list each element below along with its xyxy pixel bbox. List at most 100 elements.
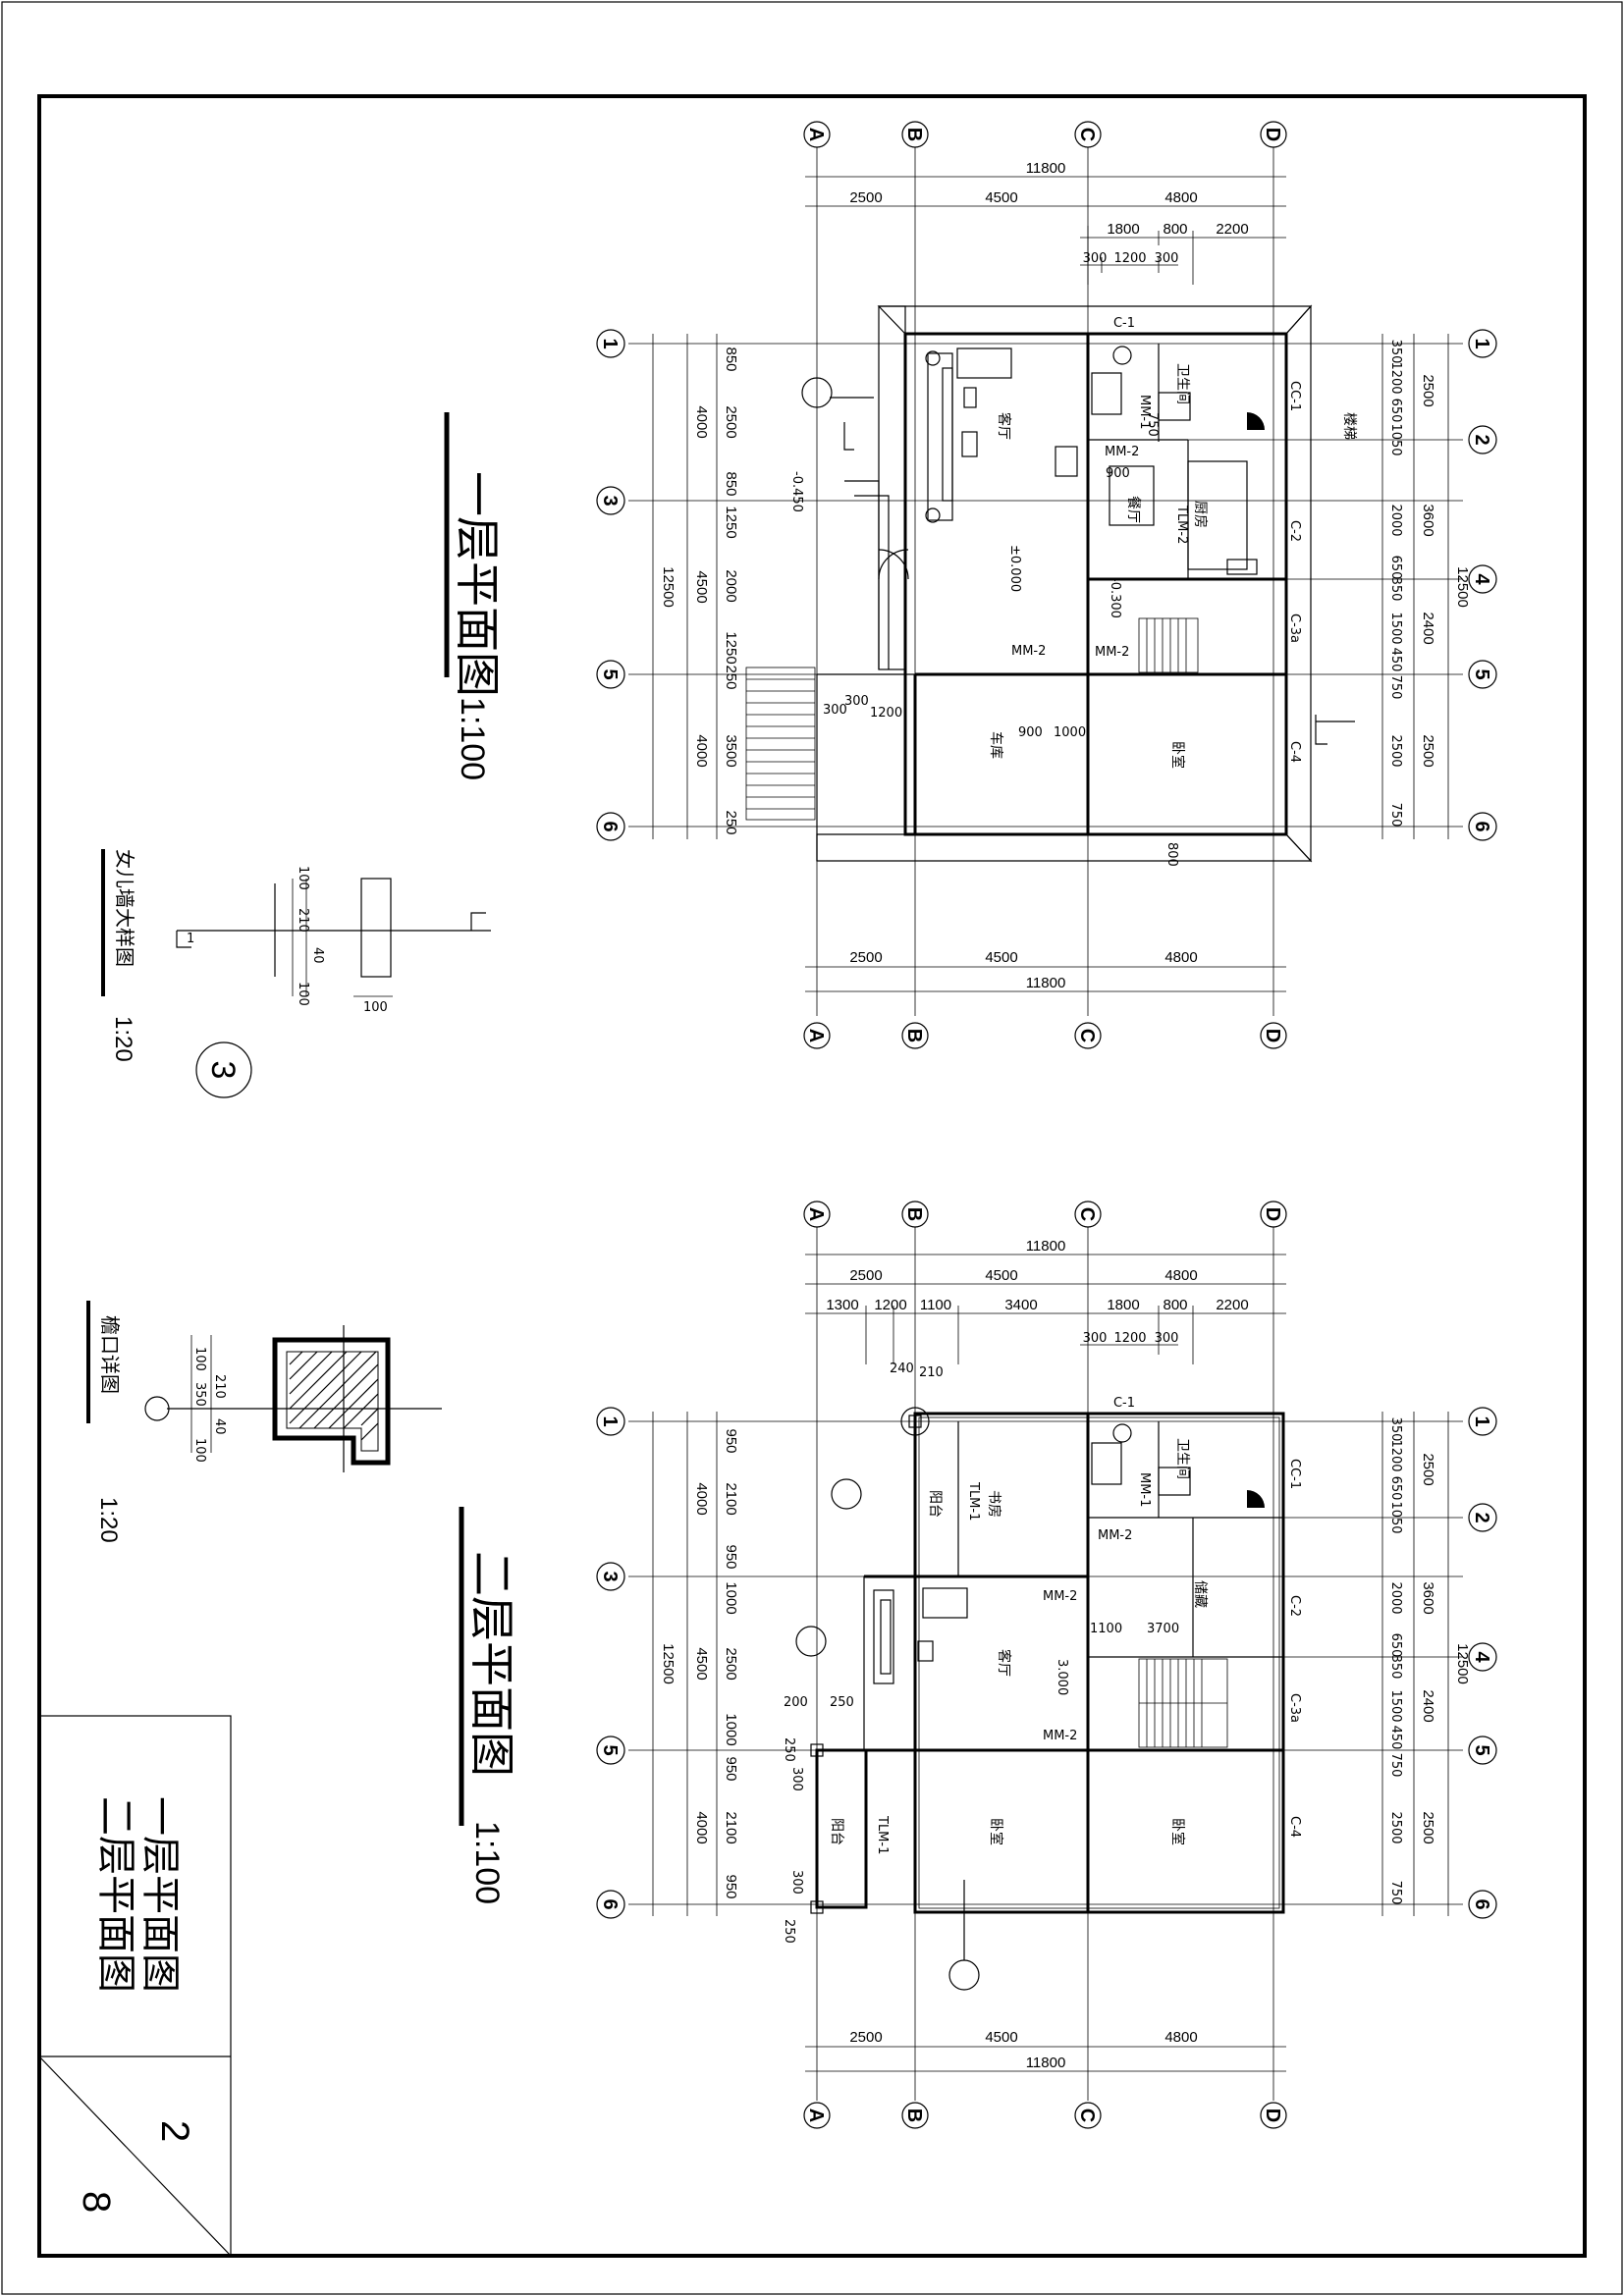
plan1-title: 一层平面图 xyxy=(451,471,504,697)
dim-text: 2400 xyxy=(1420,612,1436,644)
window-label: C-3a xyxy=(1287,614,1302,643)
plan2-furniture xyxy=(873,1423,1191,1684)
dim-text: 1200 xyxy=(870,706,902,721)
dim-text: 300 xyxy=(844,694,869,709)
room-name: 卧室 xyxy=(1169,1818,1186,1845)
window-label: C-4 xyxy=(1287,741,1302,763)
dim-text: 12500 xyxy=(1454,566,1471,608)
window-label: CC-1 xyxy=(1287,381,1302,411)
plan2-title: 二层平面图 xyxy=(465,1551,518,1777)
dim-text: 2500 xyxy=(723,1647,739,1680)
axis-label: 5 xyxy=(599,668,621,679)
dim-text: 300 xyxy=(789,1767,804,1791)
axis-label: A xyxy=(805,2109,827,2122)
dim-text: 350 xyxy=(1388,577,1403,602)
drawing-frame xyxy=(37,94,1587,2258)
dim-text: 3400 xyxy=(1004,1297,1037,1313)
dim-text: 2500 xyxy=(1388,1811,1403,1843)
sheet-total: 8 xyxy=(75,2191,118,2213)
dim-text: 2500 xyxy=(849,949,882,966)
dim-text: 750 xyxy=(1388,1753,1403,1778)
plan2: A B C D A B C D 1 3 5 6 1 2 4 5 6 xyxy=(459,1201,1497,2129)
dim-text: 2100 xyxy=(723,1811,739,1843)
axis-label: D xyxy=(1262,1029,1283,1042)
dim-text: 750 xyxy=(1145,412,1160,437)
room-name: 厨房 xyxy=(1192,501,1208,528)
door-label: TLM-1 xyxy=(875,1815,890,1854)
dim-text: 1000 xyxy=(723,1713,739,1745)
dim-text: 2200 xyxy=(1216,1297,1248,1313)
dim-text: 4000 xyxy=(693,405,710,438)
axis-label: C xyxy=(1076,128,1098,141)
detail2-scale: 1:20 xyxy=(95,1497,122,1543)
room-name: 卫生间 xyxy=(1174,1438,1190,1479)
door-label: MM-1 xyxy=(1137,395,1152,429)
dim-text: 1500 xyxy=(1388,612,1403,644)
dim-text: 2500 xyxy=(723,405,739,438)
dim-text: 1200 xyxy=(1113,251,1146,266)
dim-text: 450 xyxy=(1388,1726,1403,1750)
dim-text: 650 xyxy=(1388,556,1403,580)
axis-label: 1 xyxy=(1471,338,1492,348)
dim-text: 750 xyxy=(1388,1881,1403,1905)
dim-text: 300 xyxy=(1083,251,1108,266)
axis-label: 1 xyxy=(1471,1415,1492,1426)
window-label: C-1 xyxy=(1113,316,1135,331)
dim-text: 1100 xyxy=(1090,1622,1122,1636)
dim-text: 11800 xyxy=(1026,1238,1066,1255)
door-label: MM-2 xyxy=(1105,445,1139,459)
dim-text: 4800 xyxy=(1164,2029,1197,2046)
dim-text: 12500 xyxy=(1454,1643,1471,1684)
dim-text: 210 xyxy=(919,1365,944,1380)
dim-text: 2500 xyxy=(1420,1453,1436,1485)
dim-text: 4000 xyxy=(693,1482,710,1515)
plan2-axis-lines xyxy=(628,1227,1463,2101)
detail1-number: 3 xyxy=(204,1061,242,1080)
axis-label: D xyxy=(1262,128,1283,141)
axis-label: 1 xyxy=(599,338,621,348)
dim-text: 11800 xyxy=(1026,2055,1066,2071)
dim-text: 1000 xyxy=(1054,725,1086,740)
dim-text: 100 xyxy=(192,1438,207,1463)
dim-text: 1200 xyxy=(1113,1331,1146,1346)
dim-text: 350 xyxy=(1388,340,1403,364)
plan1: A B C D A B C D 1 3 5 6 1 2 4 5 6 xyxy=(444,121,1497,1049)
dim-text: 800 xyxy=(1163,1297,1187,1313)
dim-text: 350 xyxy=(1388,1417,1403,1442)
dim-text: 4500 xyxy=(693,570,710,603)
dim-text: 900 xyxy=(1018,725,1043,740)
plan2-row-axis-left: 1 3 5 6 xyxy=(596,1407,625,1919)
dim-text: 300 xyxy=(1083,1331,1108,1346)
plan1-left-dims xyxy=(652,334,718,839)
dim-text: 1250 xyxy=(723,631,739,664)
dim-text: 100 xyxy=(296,866,310,890)
axis-label: B xyxy=(903,2109,925,2122)
dim-text: 800 xyxy=(1163,221,1187,238)
dim-text: 1050 xyxy=(1388,1501,1403,1533)
dim-text: 800 xyxy=(1164,842,1179,867)
plan1-row-axis-right: 1 2 4 5 6 xyxy=(1468,329,1497,841)
axis-label: 6 xyxy=(1471,821,1492,831)
dim-text: 3500 xyxy=(723,734,739,767)
plan1-right-dims xyxy=(1381,334,1449,839)
dim-text: 210 xyxy=(212,1374,227,1399)
axis-label: 4 xyxy=(1471,1651,1492,1663)
dim-text: 300 xyxy=(789,1870,804,1895)
plan1-axis-lines xyxy=(628,147,1463,1016)
dim-text: 100 xyxy=(363,1000,388,1015)
title-block-line2: 二层平面图 xyxy=(93,1796,138,1993)
detail1: 女儿墙大样图 1:20 100 210 40 100 100 1 3 xyxy=(101,849,491,1098)
dim-text: 650 xyxy=(1388,399,1403,423)
room-name: 卧室 xyxy=(988,1818,1004,1845)
dim-text: 1800 xyxy=(1107,1297,1139,1313)
plan2-top-dims xyxy=(805,1254,1286,1364)
title-block: 一层平面图 二层平面图 2 8 xyxy=(38,1715,232,2257)
dim-text: 2200 xyxy=(1216,221,1248,238)
elevation: ±0.000 xyxy=(1007,545,1022,592)
plan2-scale: 1:100 xyxy=(468,1821,506,1904)
dim-text: 3700 xyxy=(1147,1622,1179,1636)
dim-text: 950 xyxy=(723,1544,739,1569)
dim-text: 2500 xyxy=(1388,734,1403,767)
door-label: MM-2 xyxy=(1043,1729,1077,1743)
